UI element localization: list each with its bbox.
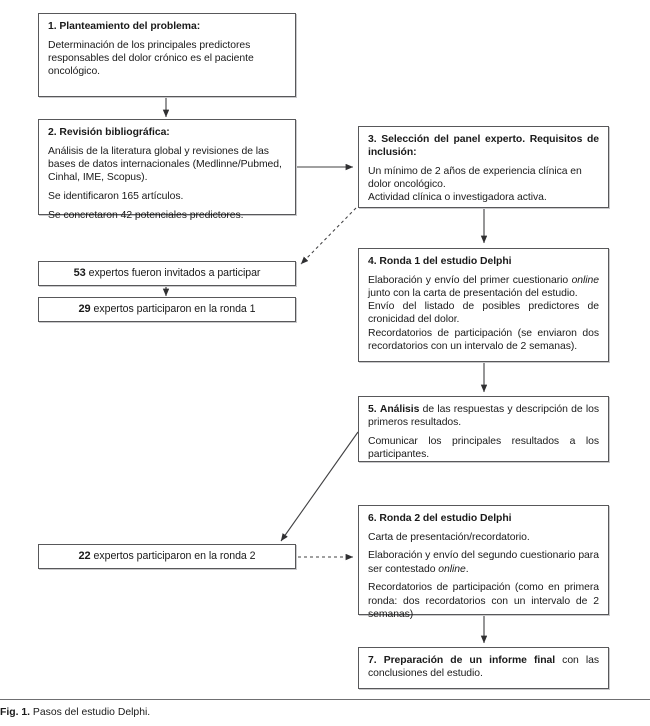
step6-heading: 6. Ronda 2 del estudio Delphi xyxy=(368,513,512,524)
step4-body-3: Recordatorios de participación (se envia… xyxy=(368,327,599,352)
node-step6[interactable]: 6. Ronda 2 del estudio Delphi Carta de p… xyxy=(358,505,609,620)
step3-heading: 3. Selección del panel experto. Requisit… xyxy=(368,134,599,159)
connector-step5-round2 xyxy=(280,431,359,542)
step2-body-1: Análisis de la literatura global y revis… xyxy=(48,145,282,184)
step7-text: 7. Preparación de un informe final con l… xyxy=(368,655,600,680)
count-invited-text: 53 expertos fueron invitados a participa… xyxy=(73,266,261,279)
step3-body-2: Actividad clínica o investigadora activa… xyxy=(368,192,547,204)
caption-label: Fig. 1. xyxy=(0,707,31,718)
step2-body-2: Se identificaron 165 artículos. xyxy=(48,190,184,202)
node-count-round2[interactable]: 22 expertos participaron en la ronda 2 xyxy=(38,544,296,569)
step1-heading: 1. Planteamiento del problema: xyxy=(48,21,201,32)
node-step4[interactable]: 4. Ronda 1 del estudio Delphi Elaboració… xyxy=(358,248,609,362)
count-round2-text: 22 expertos participaron en la ronda 2 xyxy=(78,549,256,562)
node-step5[interactable]: 5. Análisis de las respuestas y descripc… xyxy=(358,396,609,462)
node-count-invited[interactable]: 53 expertos fueron invitados a participa… xyxy=(38,261,296,286)
step4-heading: 4. Ronda 1 del estudio Delphi xyxy=(368,256,512,267)
node-step2[interactable]: 2. Revisión bibliográfica: Análisis de l… xyxy=(38,119,296,221)
step3-body-1: Un mínimo de 2 años de experiencia clíni… xyxy=(368,165,582,191)
step5-body-2: Comunicar los principales resultados a l… xyxy=(368,435,599,461)
caption-divider xyxy=(0,699,650,700)
node-step3[interactable]: 3. Selección del panel experto. Requisit… xyxy=(358,126,609,208)
step4-body-2: Envío del listado de posibles predictore… xyxy=(368,301,599,326)
step2-body-3: Se concretaron 42 potenciales predictore… xyxy=(48,209,244,221)
step4-body-1: Elaboración y envío del primer cuestiona… xyxy=(368,274,599,299)
connector-step3-invited xyxy=(300,207,357,265)
step2-heading: 2. Revisión bibliográfica: xyxy=(48,127,170,138)
node-count-round1[interactable]: 29 expertos participaron en la ronda 1 xyxy=(38,297,296,322)
step6-body-2: Elaboración y envío del segundo cuestion… xyxy=(368,550,599,575)
node-step7[interactable]: 7. Preparación de un informe final con l… xyxy=(358,647,609,689)
count-round1-text: 29 expertos participaron en la ronda 1 xyxy=(78,302,256,315)
step1-body: Determinación de los principales predict… xyxy=(48,39,254,78)
step6-body-1: Carta de presentación/recordatorio. xyxy=(368,531,530,543)
caption-text: Pasos del estudio Delphi. xyxy=(32,707,151,718)
figure-caption: Fig. 1. Pasos del estudio Delphi. xyxy=(0,706,650,719)
step6-body-3: Recordatorios de participación (como en … xyxy=(368,582,599,620)
step5-heading: 5. Análisis de las respuestas y descripc… xyxy=(368,404,599,429)
node-step1[interactable]: 1. Planteamiento del problema: Determina… xyxy=(38,13,296,97)
